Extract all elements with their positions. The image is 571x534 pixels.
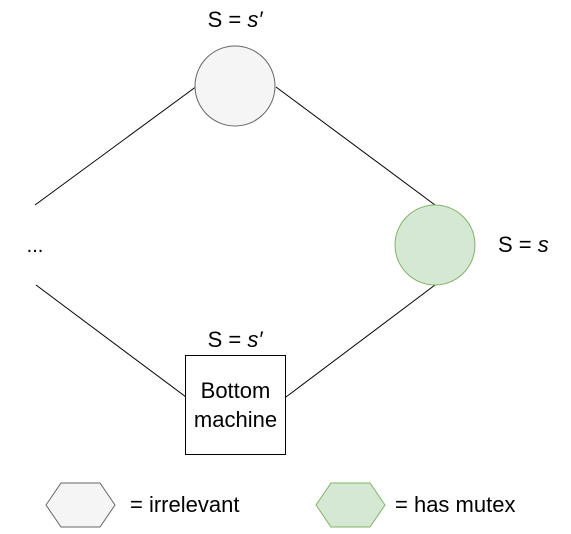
edge-top-to-right <box>275 86 436 206</box>
bottom-machine-box <box>185 355 286 455</box>
bottom-node-label: S = s′ <box>208 327 264 352</box>
right-node-circle <box>394 204 476 286</box>
left-ellipsis: ... <box>27 235 44 257</box>
legend-has-mutex-hexagon <box>315 482 386 528</box>
edge-left-to-top <box>34 85 198 206</box>
edge-left-to-bottom <box>35 284 187 398</box>
edge-right-to-bottom <box>285 284 436 398</box>
bottom-machine-line1: Bottom <box>201 378 271 403</box>
right-node-label: S = s <box>498 232 549 257</box>
top-node-circle <box>194 45 276 127</box>
legend-irrelevant-label: = irrelevant <box>130 492 239 517</box>
bottom-machine-line2: machine <box>194 407 277 432</box>
top-node-label: S = s′ <box>208 7 264 32</box>
legend-has-mutex-label: = has mutex <box>395 492 515 517</box>
legend-irrelevant-hexagon <box>45 482 116 528</box>
